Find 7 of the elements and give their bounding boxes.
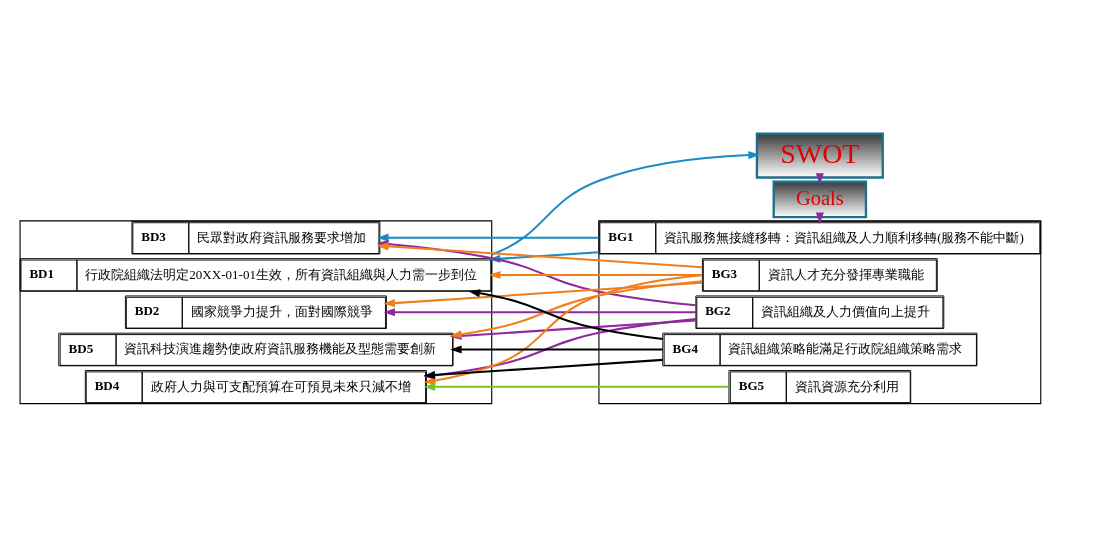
arrow [468,289,663,341]
arrow [423,382,729,391]
arrow [491,151,760,256]
arrow [450,345,663,354]
arrow [383,281,703,308]
arrow [383,308,696,317]
arrow [376,233,599,242]
